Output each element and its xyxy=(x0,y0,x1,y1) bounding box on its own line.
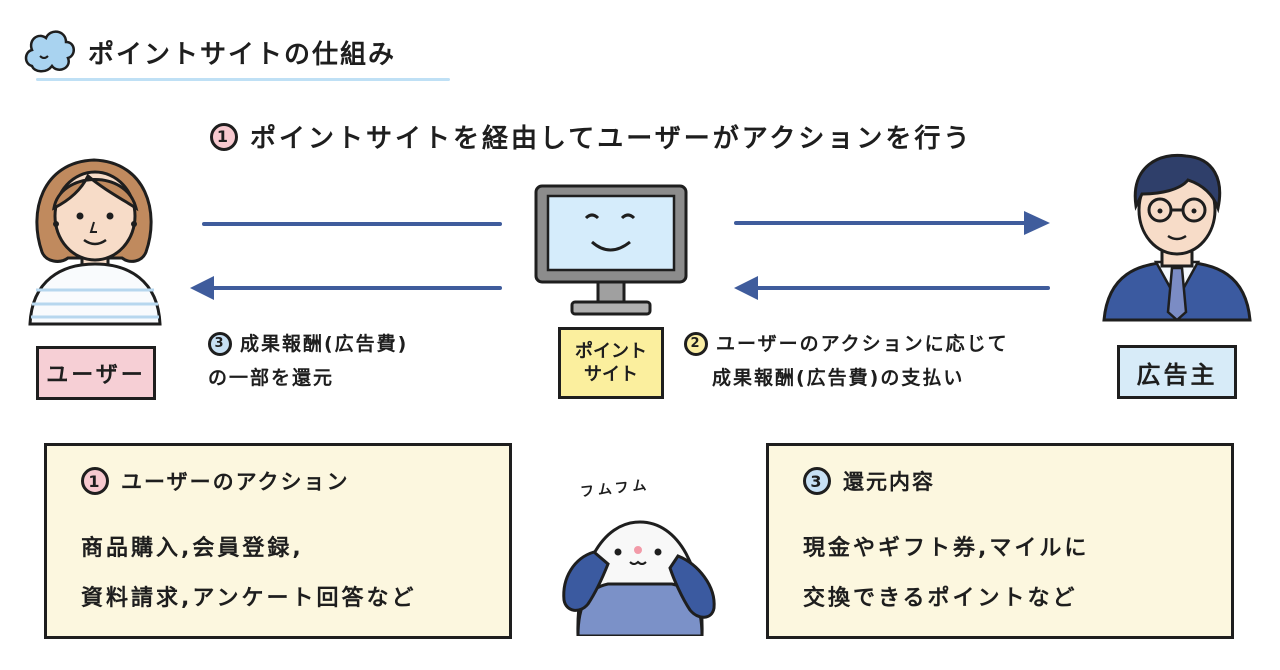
step3-caption-line2: の一部を還元 xyxy=(208,367,335,390)
user-action-line2: 資料請求,アンケート回答など xyxy=(81,586,417,611)
step2-caption-number: 2 xyxy=(684,332,708,357)
user-action-number: 1 xyxy=(81,467,109,495)
step2-caption-line2: 成果報酬(広告費)の支払い xyxy=(712,367,965,390)
reward-contents-line2: 交換できるポイントなど xyxy=(803,586,1078,611)
reward-contents-heading: 還元内容 xyxy=(843,470,935,494)
point-site-monitor-illustration xyxy=(534,184,688,316)
mascot-seal-illustration xyxy=(562,520,716,636)
arrow-site-to-advertiser xyxy=(734,211,1050,235)
step3-caption-number: 3 xyxy=(208,332,232,357)
step1-number: 1 xyxy=(210,122,238,151)
step1-text: ポイントサイトを経由してユーザーがアクションを行う xyxy=(250,124,973,154)
cloud-icon xyxy=(24,30,75,73)
step1-description: 1 ポイントサイトを経由してユーザーがアクションを行う xyxy=(210,118,972,155)
arrow-user-to-site xyxy=(202,222,502,226)
point-site-label-line1: ポイント xyxy=(575,340,647,362)
step2-caption-line1: ユーザーのアクションに応じて xyxy=(716,333,1009,355)
title-underline xyxy=(36,78,450,81)
user-label: ユーザー xyxy=(36,346,156,400)
arrow-site-to-user xyxy=(190,276,502,300)
user-action-heading: ユーザーのアクション xyxy=(121,470,350,494)
mascot-sound-text: フムフム xyxy=(579,477,652,501)
step3-caption-line1: 成果報酬(広告費) xyxy=(240,333,409,355)
arrow-advertiser-to-site xyxy=(734,276,1050,300)
point-site-label-line2: サイト xyxy=(584,364,638,385)
user-action-line1: 商品購入,会員登録, xyxy=(81,536,304,561)
reward-contents-box: 3 還元内容 現金やギフト券,マイルに 交換できるポイントなど xyxy=(766,443,1234,639)
reward-contents-line1: 現金やギフト券,マイルに xyxy=(803,536,1090,561)
point-site-label: ポイント サイト xyxy=(558,327,664,399)
user-woman-illustration xyxy=(28,158,162,326)
step3-caption: 3 成果報酬(広告費) の一部を還元 xyxy=(208,327,408,395)
advertiser-label: 広告主 xyxy=(1117,345,1237,399)
advertiser-man-illustration xyxy=(1102,153,1252,322)
step2-caption: 2 ユーザーのアクションに応じて 成果報酬(広告費)の支払い xyxy=(684,327,1009,395)
page-title: ポイントサイトの仕組み xyxy=(88,40,397,70)
user-action-box: 1 ユーザーのアクション 商品購入,会員登録, 資料請求,アンケート回答など xyxy=(44,443,512,639)
reward-contents-number: 3 xyxy=(803,467,831,495)
